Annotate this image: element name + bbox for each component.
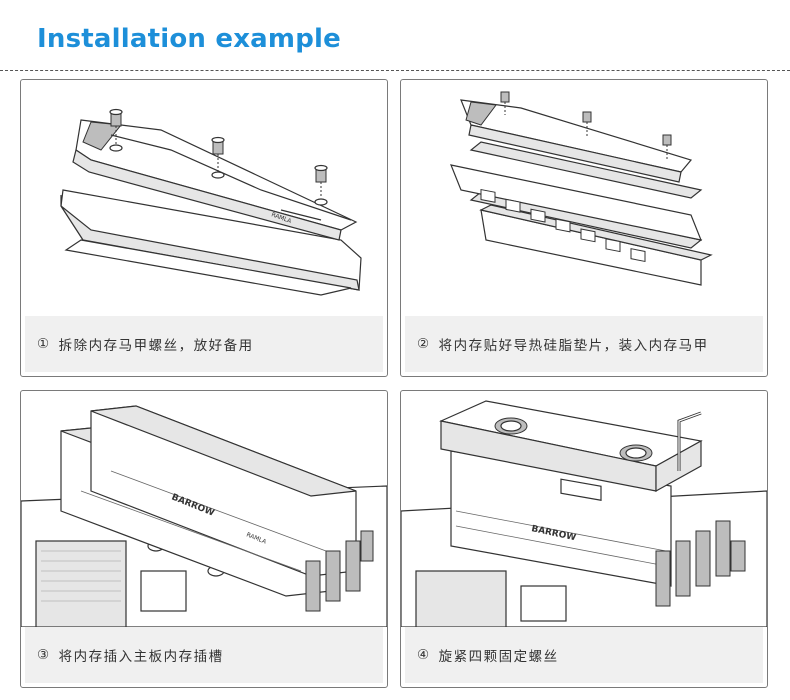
step-4-panel: BARROW ④ 旋紧四颗固定螺丝 <box>400 390 768 688</box>
screw-icon <box>500 91 510 115</box>
step-3-panel: BARROW RAMLA ③ 将内存插入主板内存插槽 <box>20 390 388 688</box>
step-3-caption: ③ 将内存插入主板内存插槽 <box>25 627 383 683</box>
screw-icon <box>662 134 672 160</box>
step-2-number: ② <box>417 336 431 352</box>
step-1-text: 拆除内存马甲螺丝，放好备用 <box>58 338 254 354</box>
step-2-panel: ② 将内存贴好导热硅脂垫片，装入内存马甲 <box>400 79 768 377</box>
step-1-illustration: RAMLA <box>60 108 362 296</box>
step-4-caption: ④ 旋紧四颗固定螺丝 <box>405 627 763 683</box>
step-2-illustration <box>450 91 713 286</box>
title-divider <box>0 70 790 71</box>
page-title: Installation example <box>37 24 341 54</box>
step-3-text: 将内存插入主板内存插槽 <box>58 649 224 665</box>
step-3-illustration: BARROW RAMLA <box>21 405 387 627</box>
screw-icon <box>211 136 225 172</box>
screw-icon <box>582 111 592 138</box>
screw-icon <box>314 164 328 198</box>
step-1-number: ① <box>37 336 51 352</box>
step-4-illustration: BARROW <box>401 400 767 627</box>
step-1-caption: ① 拆除内存马甲螺丝，放好备用 <box>25 316 383 372</box>
step-4-text: 旋紧四颗固定螺丝 <box>438 649 559 665</box>
step-3-number: ③ <box>37 647 51 663</box>
step-2-caption: ② 将内存贴好导热硅脂垫片，装入内存马甲 <box>405 316 763 372</box>
step-1-panel: RAMLA ① 拆除内存马甲螺丝，放好备用 <box>20 79 388 377</box>
screw-icon <box>109 108 123 144</box>
step-4-number: ④ <box>417 647 431 663</box>
step-2-text: 将内存贴好导热硅脂垫片，装入内存马甲 <box>438 338 709 354</box>
